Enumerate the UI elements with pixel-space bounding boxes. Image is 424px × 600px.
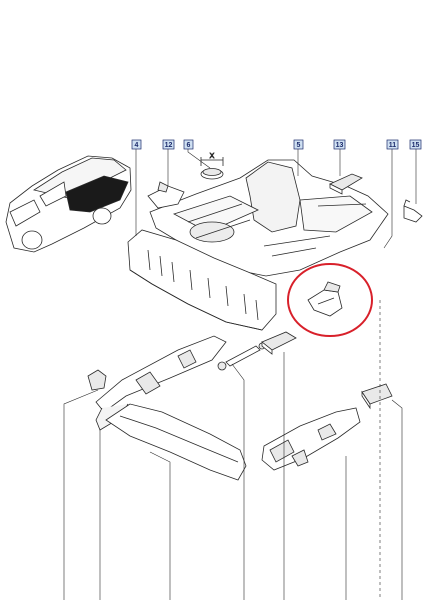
car-window [39, 181, 67, 207]
callout-6: 6 [183, 139, 194, 150]
grommet-6: X [200, 153, 224, 180]
leader-lower-left [63, 389, 99, 600]
leader-lower-mid [149, 451, 171, 600]
link-rod [217, 342, 266, 371]
callout-15: 15 [409, 139, 422, 150]
car-thumbnail [5, 155, 132, 253]
leader-11 [383, 144, 393, 249]
car-hood-line [9, 199, 41, 227]
bracket-12 [147, 181, 185, 209]
svg-text:15: 15 [412, 142, 420, 149]
svg-text:13: 13 [336, 142, 344, 149]
svg-text:6: 6 [187, 142, 191, 149]
rear-panel-slots [147, 249, 259, 321]
spare-well [189, 221, 235, 243]
leader-rod [231, 363, 245, 600]
highlight-circle [287, 263, 373, 337]
clip-15 [403, 199, 423, 223]
floor-rib-2 [299, 195, 373, 233]
bottom-rail [105, 403, 247, 481]
small-plate [261, 331, 297, 355]
svg-text:5: 5 [297, 142, 301, 149]
car-front-wheel [21, 230, 43, 250]
svg-text:11: 11 [389, 142, 397, 149]
callout-4: 4 [131, 139, 142, 150]
callout-11: 11 [386, 139, 399, 150]
callout-13: 13 [333, 139, 346, 150]
svg-text:4: 4 [135, 142, 139, 149]
tunnel [245, 161, 301, 233]
small-tab [361, 383, 393, 410]
plug-13 [329, 173, 363, 195]
car-floor-highlight [65, 175, 129, 213]
right-chassis [261, 407, 361, 471]
highlighted-bracket [307, 281, 343, 317]
leader-lines [63, 144, 417, 600]
callout-12: 12 [162, 139, 175, 150]
svg-text:12: 12 [165, 142, 173, 149]
car-rear-wheel [92, 207, 112, 225]
floor-detail-lines [187, 203, 367, 257]
callout-5: 5 [293, 139, 304, 150]
dimension-label: X [210, 153, 215, 160]
rear-panel-lip [129, 269, 263, 331]
rear-panel [127, 229, 277, 331]
leader-tab [391, 399, 403, 600]
